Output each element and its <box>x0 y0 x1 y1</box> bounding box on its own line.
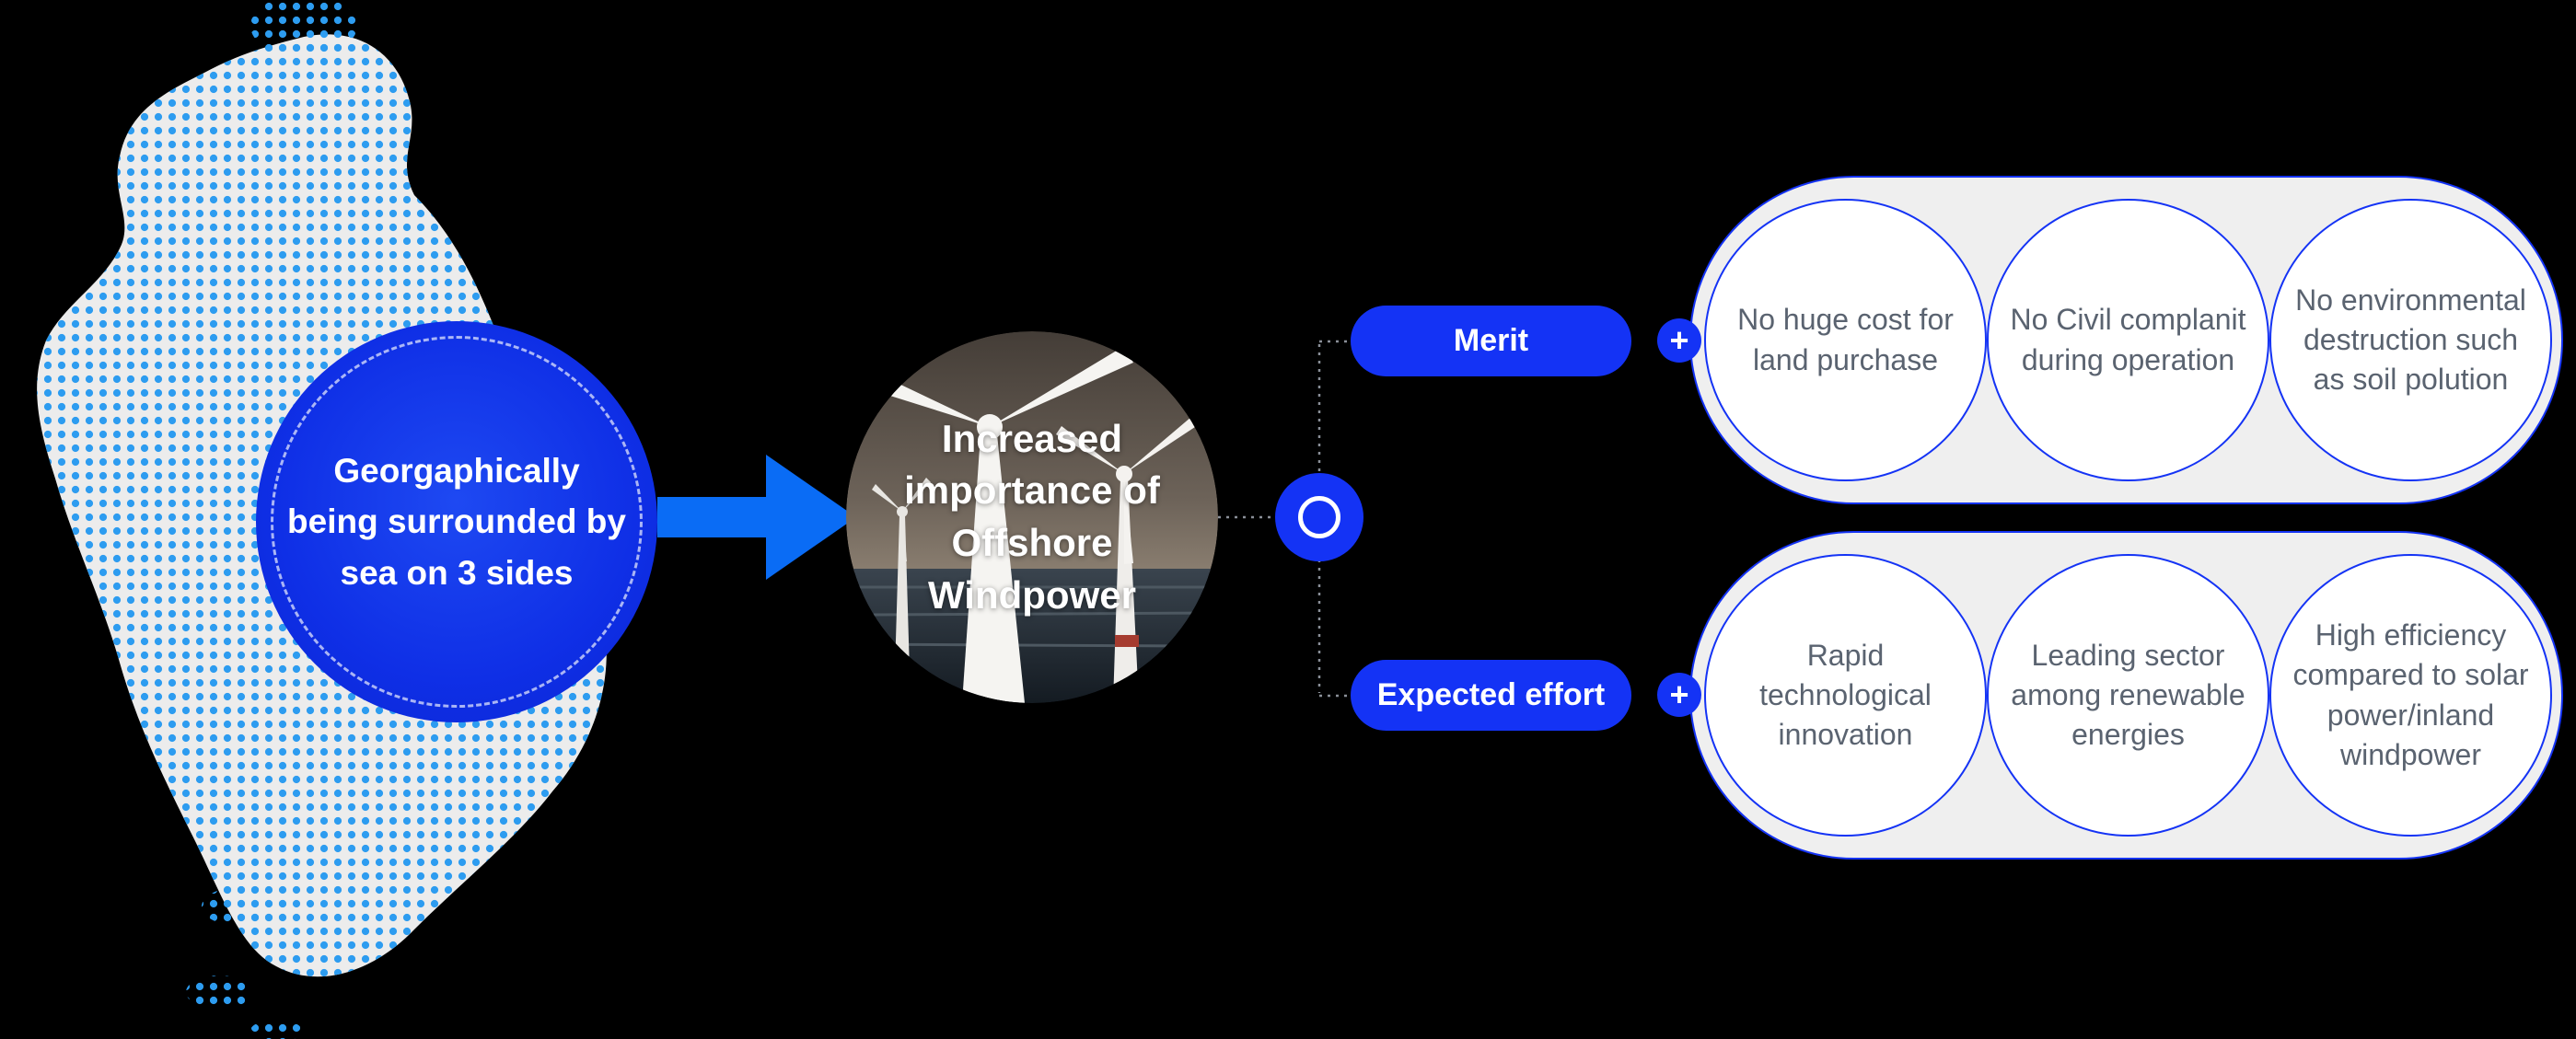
merit-item-1: No huge cost for land purchase <box>1737 303 1954 376</box>
windturbine-photo-circle: Increased importance of Offshore Windpow… <box>846 331 1218 703</box>
geo-line-2: being surrounded by <box>287 502 626 541</box>
coastline-dot-map <box>37 0 607 1039</box>
branch-node-ring <box>1298 496 1340 538</box>
plus-glyph: + <box>1669 321 1689 359</box>
merit-item-3: No environmental destruction such as soi… <box>2295 283 2526 397</box>
branch-node-circle <box>1275 473 1363 561</box>
geography-circle: Georgaphically being surrounded by sea o… <box>256 321 657 722</box>
center-line-4: Windpower <box>928 572 1136 617</box>
expected-effort-pill: Expected effort <box>1351 660 1631 731</box>
merit-pill: Merit <box>1351 306 1631 376</box>
expected-effort-panel: Rapid technological innovation Leading s… <box>1689 531 2563 860</box>
center-circle-text: Increased importance of Offshore Windpow… <box>846 331 1218 703</box>
effort-item-bubble: Rapid technological innovation <box>1704 554 1987 837</box>
merit-item-bubble: No Civil complanit during operation <box>1987 199 2269 481</box>
merit-plus-icon: + <box>1657 318 1701 363</box>
merit-item-bubble: No environmental destruction such as soi… <box>2269 199 2552 481</box>
effort-item-2: Leading sector among renewable energies <box>2011 638 2245 752</box>
merit-item-bubble: No huge cost for land purchase <box>1704 199 1987 481</box>
effort-item-3: High efficiency compared to solar power/… <box>2292 618 2529 771</box>
map-dot-fill <box>37 0 607 1039</box>
expected-effort-plus-icon: + <box>1657 673 1701 717</box>
effort-item-1: Rapid technological innovation <box>1759 638 1932 752</box>
center-line-2: importance of <box>904 468 1160 513</box>
merit-item-2: No Civil complanit during operation <box>2010 303 2246 376</box>
merit-pill-label: Merit <box>1453 323 1529 358</box>
turbine-mid <box>1056 417 1198 703</box>
merit-panel: No huge cost for land purchase No Civil … <box>1689 176 2563 504</box>
geo-line-1: Georgaphically <box>333 451 580 490</box>
arrow-right-icon <box>657 455 856 580</box>
geo-line-3: sea on 3 sides <box>340 553 574 592</box>
geography-circle-text: Georgaphically being surrounded by sea o… <box>286 445 627 599</box>
expected-effort-pill-label: Expected effort <box>1376 677 1606 712</box>
plus-glyph: + <box>1669 675 1689 713</box>
effort-item-bubble: High efficiency compared to solar power/… <box>2269 554 2552 837</box>
center-line-3: Offshore <box>951 521 1113 564</box>
effort-item-bubble: Leading sector among renewable energies <box>1987 554 2269 837</box>
center-line-1: Increased <box>941 416 1123 460</box>
